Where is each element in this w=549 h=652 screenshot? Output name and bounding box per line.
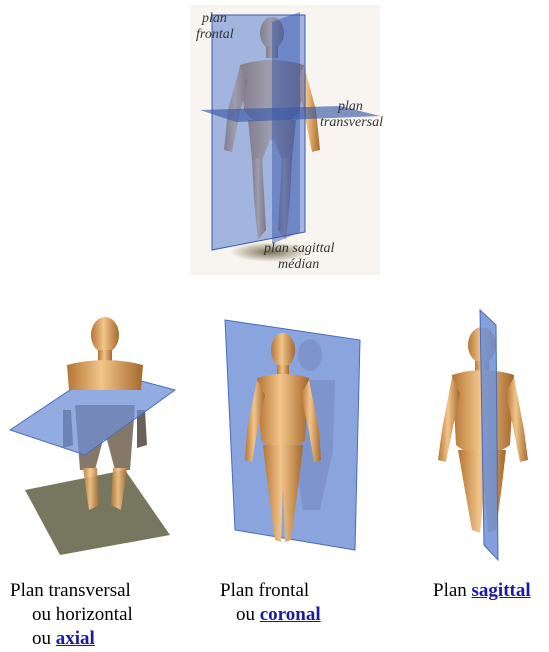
label-transversal-line2: transversal (320, 115, 383, 130)
transversal-upper-body (67, 317, 143, 390)
caption-frontal-line2: ou coronal (220, 603, 321, 627)
label-sagittal-line1: plan sagittal (263, 241, 335, 256)
caption-frontal: Plan frontal ou coronal (220, 579, 321, 627)
coronal-link[interactable]: coronal (260, 604, 321, 625)
label-frontal-line2: frontal (196, 27, 234, 42)
caption-transversal-line2: ou horizontal (10, 603, 133, 627)
axial-link[interactable]: axial (56, 628, 95, 649)
transversal-figure (5, 310, 180, 565)
label-frontal-line1: plan (201, 11, 227, 26)
label-transversal-line1: plan (337, 99, 363, 114)
sagittal-link[interactable]: sagittal (472, 580, 531, 601)
label-sagittal-line2: médian (278, 257, 319, 272)
caption-transversal-prefix: ou (32, 628, 56, 649)
sagittal-figure (424, 305, 549, 565)
caption-sagittal-prefix: Plan (433, 580, 472, 601)
caption-transversal-line1: Plan transversal (10, 579, 133, 603)
caption-sagittal: Plan sagittal (433, 579, 531, 603)
top-sagittal-plane (272, 12, 300, 244)
sagittal-plane (480, 310, 498, 560)
caption-transversal: Plan transversal ou horizontal ou axial (10, 579, 133, 651)
caption-frontal-line1: Plan frontal (220, 579, 321, 603)
top-figure: plan frontal plan transversal plan sagit… (0, 0, 549, 280)
caption-transversal-line3: ou axial (10, 627, 133, 651)
frontal-figure (215, 310, 365, 560)
caption-frontal-prefix: ou (236, 604, 260, 625)
